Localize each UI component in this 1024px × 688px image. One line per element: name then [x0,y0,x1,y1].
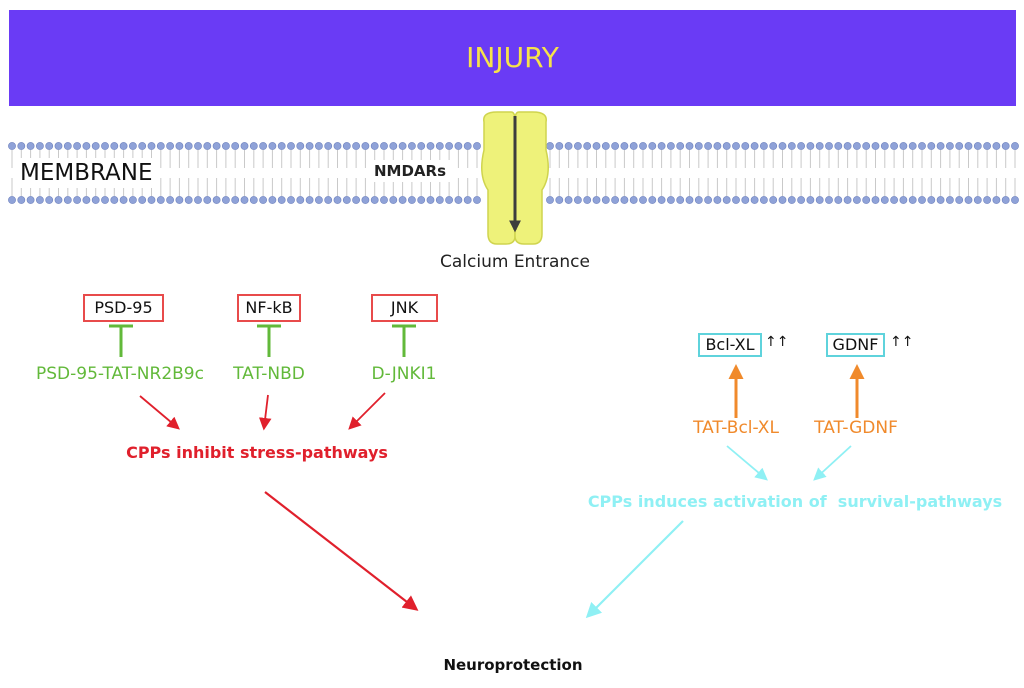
stress-arrows [139,392,419,611]
nmdar-channel [481,111,549,245]
bclxl-up-marker: ↑↑ [765,334,789,350]
activator-tat-bclxl: TAT-Bcl-XL [693,418,779,438]
gdnf-up-marker: ↑↑ [890,334,914,350]
outcome-label: Neuroprotection [443,656,583,674]
stress-summary: CPPs inhibit stress-pathways [126,443,388,462]
survival-summary: CPPs induces activation of survival-path… [587,492,1003,511]
injury-banner: INJURY [9,10,1016,106]
injury-label: INJURY [466,41,559,74]
inhibitor-psd95-tat-nr2b9c: PSD-95-TAT-NR2B9c [36,364,204,384]
target-psd95: PSD-95 [83,294,164,322]
survival-arrows [585,445,852,619]
target-bclxl: Bcl-XL [698,333,762,357]
nmdar-label: NMDARs [370,160,451,182]
target-jnk: JNK [371,294,438,322]
membrane-label: MEMBRANE [16,158,157,188]
calcium-label: Calcium Entrance [440,252,590,272]
activation-arrows [728,364,865,418]
inhibitor-d-jnki1: D-JNKI1 [371,364,437,384]
target-gdnf: GDNF [826,333,885,357]
target-nfkb: NF-kB [237,294,301,322]
activator-tat-gdnf: TAT-GDNF [814,418,898,438]
inhibition-bars [109,324,416,357]
inhibitor-tat-nbd: TAT-NBD [233,364,305,384]
lipid-bilayer [8,142,1019,204]
